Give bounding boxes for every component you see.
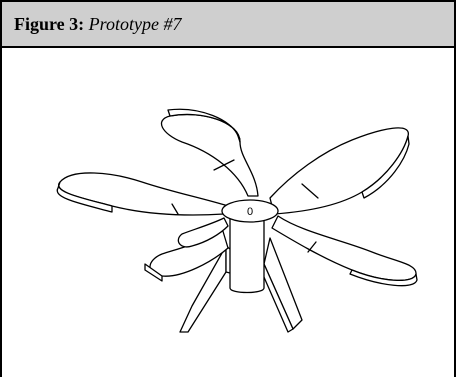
blade-upper-right bbox=[269, 127, 410, 215]
figure-label: Figure 3: bbox=[14, 13, 85, 34]
hub-cylinder bbox=[229, 215, 265, 294]
hub-label: 0 bbox=[247, 206, 253, 218]
figure-header: Figure 3: Prototype #7 bbox=[2, 2, 454, 48]
blade-right bbox=[271, 215, 418, 287]
lower-blade-back-left bbox=[177, 217, 229, 248]
hub-top: 0 bbox=[221, 199, 279, 223]
fan-blade-drawing-icon: 0 bbox=[56, 108, 418, 333]
blade-upper-left bbox=[160, 108, 259, 197]
lower-blade-front-right bbox=[259, 237, 303, 333]
figure-caption: Prototype #7 bbox=[88, 13, 182, 34]
blade-left bbox=[56, 172, 229, 216]
